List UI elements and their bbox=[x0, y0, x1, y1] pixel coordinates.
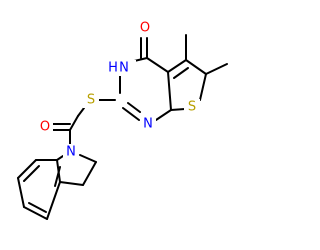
bond-c7a-c4a bbox=[167, 71, 172, 111]
bond-c4a-c4 bbox=[146, 57, 169, 73]
bond-c2i-c3i bbox=[82, 161, 97, 186]
atom-n-pyrimidine: N bbox=[140, 115, 156, 132]
bond-n-c2i bbox=[79, 154, 97, 163]
bond-c2-n1-double bbox=[127, 102, 141, 113]
bond-arom-inner-1 bbox=[23, 165, 40, 182]
atom-n-indoline-label: N bbox=[66, 145, 76, 160]
bond-arom-inner-2 bbox=[28, 202, 47, 213]
bond-c5-c6 bbox=[185, 59, 207, 75]
atom-o-ketone: O bbox=[137, 20, 153, 36]
atom-n-ring-label: N bbox=[143, 117, 153, 132]
atom-n-h-label: N bbox=[119, 61, 129, 76]
bond-c5-c4 bbox=[23, 206, 48, 220]
atom-s-thioether: S bbox=[83, 92, 99, 108]
bond-c3i-c3a bbox=[59, 181, 84, 186]
atom-label-layer: O H N N S S O bbox=[37, 20, 200, 160]
atom-o-amide-label: O bbox=[40, 120, 50, 135]
molecule-drawing: O H N N S S O bbox=[17, 20, 228, 220]
bond-s-c7a bbox=[170, 108, 186, 111]
bond-arom-inner-3 bbox=[54, 166, 61, 187]
chemical-structure-diagram: O H N N S S O bbox=[17, 20, 228, 220]
bond-n1-c7a bbox=[155, 109, 172, 121]
bond-ch2-co bbox=[69, 115, 79, 131]
atom-s-thiophene-label: S bbox=[188, 100, 196, 115]
bond-c6-c5 bbox=[17, 177, 25, 208]
bond-c7-c6 bbox=[17, 159, 37, 179]
bond-c6-s bbox=[199, 73, 207, 101]
atom-s-thiophene: S bbox=[184, 99, 200, 115]
bond-c6-methyl bbox=[205, 63, 228, 75]
atom-o-ketone-label: O bbox=[140, 21, 150, 36]
bond-c2-n1 bbox=[122, 107, 140, 121]
atom-nh: H N bbox=[108, 60, 136, 76]
atom-h-label: H bbox=[108, 61, 118, 76]
bond-layer bbox=[17, 34, 228, 220]
atom-s-thioether-label: S bbox=[87, 93, 95, 108]
bond-c4a-c5 bbox=[167, 59, 187, 73]
bond-c4a-c5-double bbox=[173, 67, 189, 79]
bond-c7a-n bbox=[56, 155, 64, 161]
bond-c4-c3a bbox=[46, 181, 61, 220]
bond-s-ch2 bbox=[77, 107, 85, 117]
atom-o-amide: O bbox=[37, 119, 53, 135]
atom-n-indoline: N bbox=[63, 144, 79, 160]
